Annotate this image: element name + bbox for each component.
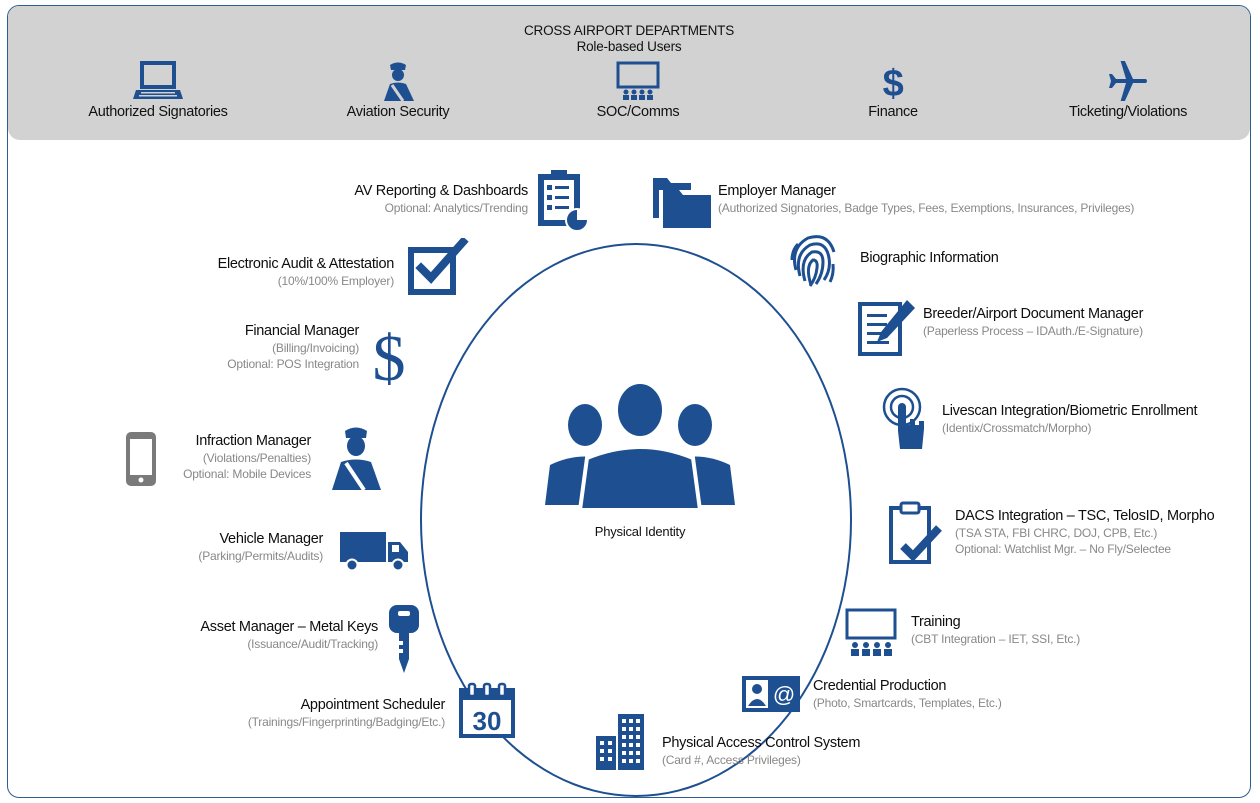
module-infraction-manager: Infraction Manager (Violations/Penalties… bbox=[183, 433, 311, 482]
classroom-icon bbox=[845, 608, 897, 656]
officer-icon bbox=[332, 427, 381, 490]
module-title: Breeder/Airport Document Manager bbox=[923, 306, 1144, 322]
role-authorized-signatories: Authorized Signatories bbox=[78, 61, 238, 120]
people-group-icon bbox=[545, 380, 735, 512]
presentation-room-icon bbox=[616, 61, 660, 100]
role-label: Authorized Signatories bbox=[88, 104, 228, 120]
dollar-icon: $ bbox=[883, 63, 904, 101]
module-subtitle: (Card #, Access Privileges) bbox=[662, 753, 801, 767]
module-financial-manager: Financial Manager (Billing/Invoicing) Op… bbox=[227, 323, 359, 372]
calendar-date: 30 bbox=[473, 706, 502, 736]
module-employer-manager: Employer Manager (Authorized Signatories… bbox=[718, 183, 1134, 216]
module-credential-production: Credential Production (Photo, Smartcards… bbox=[813, 678, 1002, 711]
role-label: Ticketing/Violations bbox=[1068, 104, 1188, 120]
banner-heading: CROSS AIRPORT DEPARTMENTS Role-based Use… bbox=[8, 23, 1250, 55]
module-title: DACS Integration – TSC, TelosID, Morpho bbox=[955, 508, 1215, 524]
fingerprint-icon bbox=[790, 235, 836, 287]
module-title: Appointment Scheduler bbox=[300, 697, 446, 713]
module-title: Physical Access Control System bbox=[662, 735, 861, 751]
module-electronic-audit: Electronic Audit & Attestation (10%/100%… bbox=[217, 256, 395, 289]
role-label: Aviation Security bbox=[346, 104, 450, 120]
module-subtitle: (Billing/Invoicing) bbox=[272, 341, 359, 355]
svg-text:@: @ bbox=[773, 682, 795, 707]
module-subtitle: Optional: Analytics/Trending bbox=[384, 201, 529, 215]
module-title: AV Reporting & Dashboards bbox=[354, 183, 528, 199]
role-soc-comms: SOC/Comms bbox=[568, 61, 708, 120]
mobile-device-icon bbox=[126, 432, 156, 486]
module-livescan-integration: Livescan Integration/Biometric Enrollmen… bbox=[942, 403, 1198, 436]
module-asset-manager: Asset Manager – Metal Keys (Issuance/Aud… bbox=[200, 619, 378, 652]
module-title: Employer Manager bbox=[718, 183, 836, 199]
diagram-frame: CROSS AIRPORT DEPARTMENTS Role-based Use… bbox=[7, 5, 1251, 798]
module-subtitle: (Paperless Process – IDAuth./E-Signature… bbox=[923, 324, 1143, 338]
departments-banner: CROSS AIRPORT DEPARTMENTS Role-based Use… bbox=[8, 6, 1250, 140]
finger-scan-icon bbox=[882, 387, 924, 449]
module-dacs-integration: DACS Integration – TSC, TelosID, Morpho … bbox=[955, 508, 1215, 557]
module-subtitle: (10%/100% Employer) bbox=[277, 274, 394, 288]
role-aviation-security: Aviation Security bbox=[328, 61, 468, 120]
calendar-icon: 30 bbox=[459, 682, 515, 738]
role-label: SOC/Comms bbox=[596, 104, 680, 120]
checkbox-icon bbox=[408, 238, 469, 295]
module-breeder-document-manager: Breeder/Airport Document Manager (Paperl… bbox=[923, 306, 1143, 339]
module-vehicle-manager: Vehicle Manager (Parking/Permits/Audits) bbox=[198, 531, 323, 564]
role-label: Finance bbox=[868, 104, 918, 120]
module-subtitle: (Trainings/Fingerprinting/Badging/Etc.) bbox=[247, 715, 445, 729]
module-title: Asset Manager – Metal Keys bbox=[200, 619, 378, 635]
module-subtitle: (Authorized Signatories, Badge Types, Fe… bbox=[718, 201, 1135, 215]
module-subtitle: (TSA STA, FBI CHRC, DOJ, CPB, Etc.) bbox=[955, 526, 1158, 540]
module-subtitle: (CBT Integration – IET, SSI, Etc.) bbox=[911, 632, 1081, 646]
module-title: Vehicle Manager bbox=[219, 531, 323, 547]
banner-title: CROSS AIRPORT DEPARTMENTS bbox=[523, 23, 735, 38]
folders-icon bbox=[653, 178, 711, 228]
role-finance: $ Finance bbox=[833, 61, 953, 120]
module-title: Infraction Manager bbox=[195, 433, 312, 449]
module-subtitle: (Issuance/Audit/Tracking) bbox=[247, 637, 378, 651]
svg-text:$: $ bbox=[373, 322, 406, 388]
laptop-icon bbox=[133, 61, 183, 99]
role-ticketing-violations: Ticketing/Violations bbox=[1048, 61, 1208, 120]
module-subtitle: Optional: Watchlist Mgr. – No Fly/Select… bbox=[955, 542, 1171, 556]
dollar-icon: $ bbox=[373, 322, 406, 388]
module-appointment-scheduler: Appointment Scheduler (Trainings/Fingerp… bbox=[248, 697, 445, 730]
module-subtitle: (Violations/Penalties) bbox=[202, 451, 311, 465]
module-subtitle: Optional: POS Integration bbox=[227, 357, 359, 371]
module-title: Financial Manager bbox=[244, 323, 359, 339]
svg-text:$: $ bbox=[883, 63, 904, 101]
buildings-icon bbox=[596, 714, 644, 770]
document-pen-icon bbox=[858, 300, 915, 356]
module-title: Credential Production bbox=[813, 678, 947, 694]
module-subtitle: (Identix/Crossmatch/Morpho) bbox=[942, 421, 1092, 435]
module-title: Biographic Information bbox=[860, 250, 999, 266]
module-subtitle: (Parking/Permits/Audits) bbox=[198, 549, 323, 563]
module-title: Livescan Integration/Biometric Enrollmen… bbox=[942, 403, 1198, 419]
key-icon bbox=[389, 605, 419, 673]
module-av-reporting: AV Reporting & Dashboards Optional: Anal… bbox=[354, 183, 528, 216]
banner-subtitle: Role-based Users bbox=[576, 39, 682, 54]
module-physical-access-control: Physical Access Control System (Card #, … bbox=[662, 735, 860, 768]
id-card-icon: @ bbox=[742, 676, 800, 712]
central-ellipse bbox=[420, 243, 852, 797]
module-subtitle: Optional: Mobile Devices bbox=[183, 467, 311, 481]
module-title: Training bbox=[911, 614, 961, 630]
module-title: Electronic Audit & Attestation bbox=[217, 256, 395, 272]
module-training: Training (CBT Integration – IET, SSI, Et… bbox=[911, 614, 1080, 647]
center-label: Physical Identity bbox=[594, 524, 686, 539]
clipboard-check-icon bbox=[889, 501, 942, 564]
security-officer-icon bbox=[384, 62, 414, 101]
module-biographic-information: Biographic Information bbox=[860, 250, 999, 267]
airplane-icon bbox=[1109, 61, 1147, 101]
clipboard-checklist-icon bbox=[538, 170, 589, 232]
module-subtitle: (Photo, Smartcards, Templates, Etc.) bbox=[813, 696, 1002, 710]
truck-icon bbox=[340, 532, 408, 572]
